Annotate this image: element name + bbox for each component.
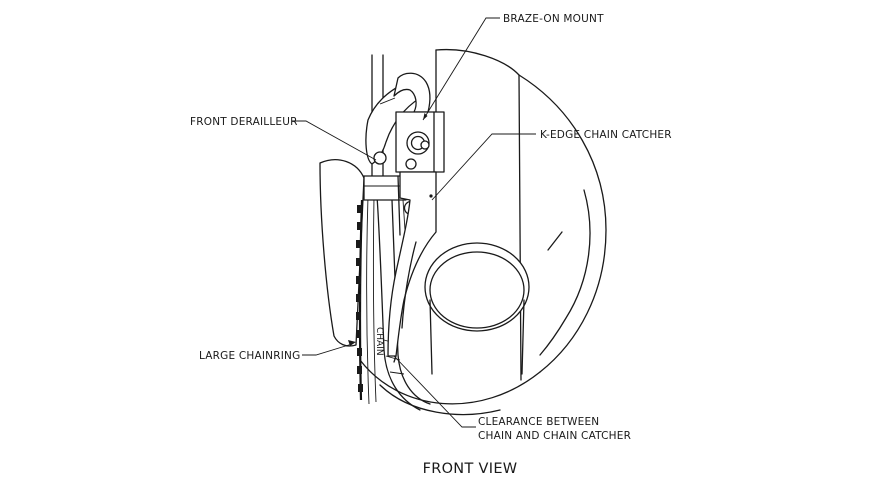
label-braze-on-mount: BRAZE-ON MOUNT — [503, 13, 604, 25]
leader-large-chainring — [302, 343, 353, 356]
front-derailleur — [363, 54, 421, 236]
leader-braze-on-mount — [422, 17, 500, 121]
chainstay-tube — [424, 242, 530, 375]
label-front-derailleur: FRONT DERAILLEUR — [190, 116, 298, 128]
label-chain: CHAIN — [374, 327, 384, 356]
leader-clearance — [393, 355, 476, 428]
leader-chain-catcher — [431, 133, 536, 201]
label-clearance-line2: CHAIN AND CHAIN CATCHER — [478, 430, 631, 442]
leader-front-derailleur — [292, 120, 377, 161]
seat-tube — [435, 48, 607, 381]
leader-lines — [292, 17, 536, 428]
label-clearance-line1: CLEARANCE BETWEEN — [478, 416, 599, 428]
label-large-chainring: LARGE CHAINRING — [199, 350, 300, 362]
large-chainring — [319, 159, 377, 405]
chainring-teeth — [356, 205, 363, 392]
view-title: FRONT VIEW — [423, 461, 518, 477]
chain-catcher-assembly — [379, 72, 445, 363]
bottom-bracket-shell — [359, 359, 541, 416]
label-k-edge-chain-catcher: K-EDGE CHAIN CATCHER — [540, 129, 672, 141]
